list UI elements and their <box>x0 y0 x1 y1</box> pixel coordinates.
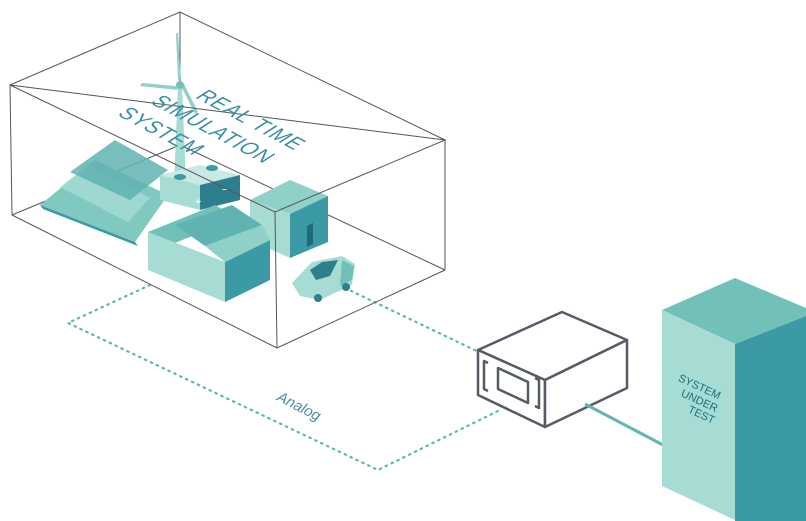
car <box>292 256 355 302</box>
system-under-test: SYSTEM UNDER TEST <box>662 278 806 521</box>
battery: + − <box>160 165 240 210</box>
analog-connection-line <box>65 283 502 472</box>
factory <box>148 205 270 302</box>
battery-minus-sign: − <box>222 184 228 196</box>
battery-plus-sign: + <box>195 196 201 208</box>
device-to-sut-link <box>584 402 666 448</box>
wind-turbine <box>140 32 198 185</box>
interface-device <box>476 310 629 429</box>
solar-panels <box>40 140 168 246</box>
box-to-interface-link <box>343 286 487 357</box>
analog-label: Analog <box>273 388 324 425</box>
simulation-box-front <box>9 84 447 349</box>
